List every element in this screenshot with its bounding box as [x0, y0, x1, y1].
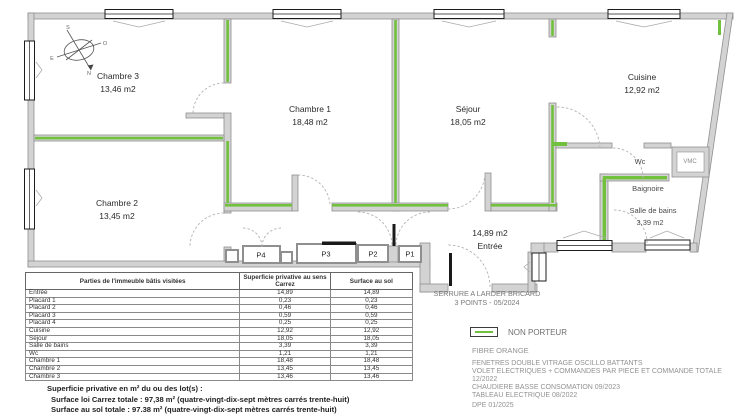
table-cell-value: 13,45	[239, 364, 331, 374]
door-arcs	[189, 82, 648, 288]
table-cell-label: Placard 4	[24, 319, 241, 328]
table-cell-label: Placard 3	[24, 311, 241, 321]
legend-fibre: FIBRE ORANGE	[472, 346, 529, 355]
table-cell-label: Placard 1	[24, 296, 241, 306]
summary-sol-total: Surface au sol totale : 97.38 m² (quatre…	[51, 405, 337, 414]
table-header-sol: Surface au sol	[329, 272, 414, 290]
room-label-baignoire: Baignoire	[632, 184, 664, 193]
table-cell-label: Entrée	[24, 289, 241, 298]
compass-e: E	[50, 56, 54, 62]
table-cell-label: Placard 2	[24, 304, 241, 313]
door-details	[322, 224, 452, 286]
interior-walls	[33, 18, 710, 263]
compass-icon: S O E N	[50, 25, 108, 77]
placard-boxes	[225, 243, 422, 264]
compass-o: O	[103, 41, 108, 47]
legend-non-porteur-label: NON PORTEUR	[508, 327, 567, 337]
compass-n: N	[87, 71, 91, 77]
legend-non-porteur: NON PORTEUR	[470, 327, 567, 337]
table-cell-value: 12,92	[239, 326, 331, 336]
table-cell-label: Salle de bains	[24, 342, 241, 351]
table-cell-value: 14,89	[239, 289, 331, 298]
window-marks	[35, 20, 685, 273]
placard-label-p2: P2	[368, 249, 378, 259]
table-cell-label: Cuisine	[24, 326, 241, 336]
table-cell-value: 14,89	[329, 289, 414, 298]
room-label-wc: Wc	[634, 157, 646, 166]
placard-label-p1: P1	[405, 249, 415, 259]
legend-chaudiere: CHAUDIERE BASSE CONSOMATION 09/2023 TABL…	[472, 384, 621, 400]
windows	[24, 9, 691, 282]
legend-dpe: DPE 01/2025	[472, 402, 514, 409]
entrance-door-note: SERRURE A LARDER BRICARD 3 POINTS - 05/2…	[433, 289, 541, 307]
legend-fenetres: FENETRES DOUBLE VITRAGE OSCILLO BATTANTS…	[472, 360, 722, 384]
non-porteur-walls	[35, 20, 721, 242]
surface-summary: Superficie privative en m² du ou des lot…	[47, 384, 349, 416]
placard-label-p4: P4	[256, 250, 266, 260]
room-label-vmc: VMC	[683, 159, 697, 165]
compass-s: S	[66, 25, 70, 31]
table-header-carrez: Superficie privative au sens Carrez	[239, 272, 331, 290]
room-label-salle-de-bains: Salle de bains	[629, 206, 677, 215]
surface-table: Parties de l'immeuble bâtis visitées Sup…	[24, 272, 414, 382]
table-cell-value: 13,46	[329, 372, 414, 382]
vmc-box-inner	[676, 151, 705, 173]
table-cell-value: 13,45	[329, 364, 414, 374]
outer-walls	[27, 12, 734, 293]
non-porteur-swatch-icon	[470, 327, 498, 337]
table-cell-label: Chambre 3	[24, 372, 241, 382]
table-cell-value: 13,46	[239, 372, 331, 382]
table-cell-label: Chambre 2	[24, 364, 241, 374]
room-label-salle-de-bains-area: 3,39 m2	[636, 218, 664, 227]
table-header-parties: Parties de l'immeuble bâtis visitées	[24, 272, 241, 290]
placard-label-p3: P3	[321, 249, 331, 259]
summary-title: Superficie privative en m² du ou des lot…	[47, 384, 203, 393]
summary-carrez-total: Surface loi Carrez totale : 97,38 m² (qu…	[51, 394, 350, 404]
table-cell-value: 12,92	[329, 326, 414, 336]
